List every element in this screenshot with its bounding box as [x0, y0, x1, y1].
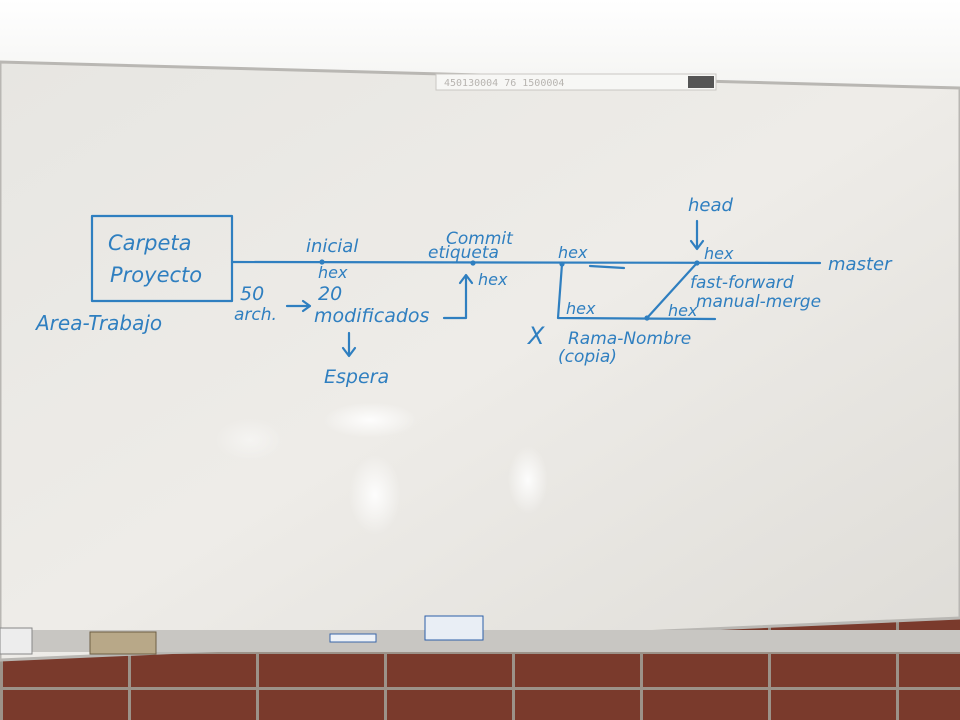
serial-label	[435, 73, 717, 91]
file-count-20: 20	[318, 283, 342, 305]
marker-box	[424, 615, 484, 641]
master-line	[230, 260, 822, 265]
initial-label: inicial	[306, 236, 358, 257]
marker-tray	[0, 630, 960, 652]
branch-name-label: Rama-Nombre	[568, 329, 691, 349]
commit-label: Commit	[446, 229, 514, 249]
merge-line	[645, 262, 698, 320]
light-glare	[508, 446, 548, 514]
manual-merge-label: manual-merge	[696, 292, 821, 312]
hex-label: hex	[478, 270, 508, 289]
arrow-right	[285, 299, 312, 313]
hex-label: hex	[668, 301, 698, 320]
box-label-line1: Carpeta	[108, 231, 192, 255]
box-label-line2: Proyecto	[110, 263, 202, 287]
branch-line	[556, 262, 717, 321]
tag-label: etiqueta	[428, 243, 499, 263]
hex-label: hex	[318, 263, 348, 282]
x-mark: X	[526, 322, 545, 350]
head-arrow	[689, 219, 705, 251]
file-count-unit: arch.	[234, 305, 277, 325]
tray-sticker	[0, 627, 33, 655]
commit-dot	[319, 259, 325, 265]
commit-connector	[442, 273, 474, 320]
head-label: head	[688, 195, 734, 216]
master-label: master	[828, 254, 893, 275]
eraser	[89, 631, 157, 655]
branch-mark	[588, 264, 626, 270]
light-glare	[215, 418, 285, 462]
work-area-label: Area-Trabajo	[34, 311, 162, 335]
arrow-down	[341, 331, 357, 358]
copy-label: (copia)	[558, 347, 617, 367]
hex-label: hex	[558, 243, 588, 262]
hex-label: hex	[566, 299, 596, 318]
commit-dot	[470, 260, 476, 266]
waiting-label: Espera	[324, 366, 389, 388]
light-glare	[349, 455, 401, 535]
commit-dot	[694, 260, 700, 266]
marker	[329, 633, 377, 643]
modified-label: modificados	[314, 305, 430, 327]
file-count-50: 50	[240, 283, 264, 305]
serial-label-end	[688, 76, 714, 88]
light-glare	[322, 402, 418, 438]
fast-forward-label: fast-forward	[690, 273, 794, 293]
project-folder-box	[90, 214, 234, 303]
hex-label: hex	[704, 244, 734, 263]
board-surface	[0, 60, 960, 662]
serial-text: 450130004 76 1500004	[444, 78, 564, 89]
